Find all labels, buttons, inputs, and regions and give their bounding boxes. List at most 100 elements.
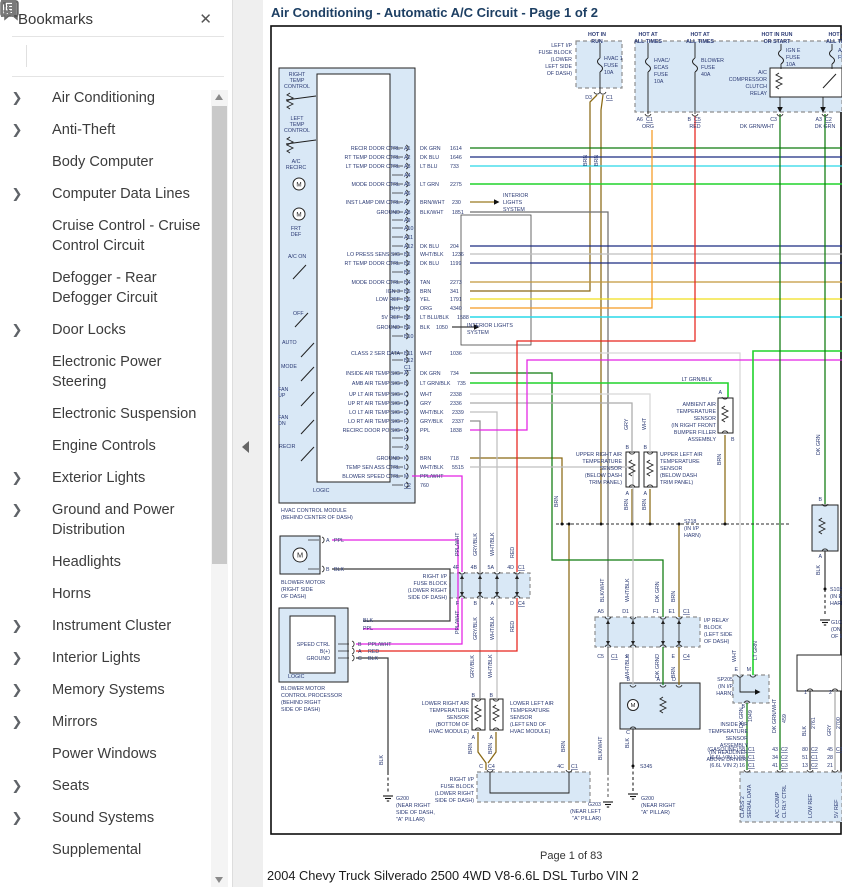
bookmark-item[interactable]: ❯Ground and Power Distribution bbox=[0, 494, 230, 546]
svg-text:A: A bbox=[358, 649, 362, 655]
bookmark-item-label: Body Computer bbox=[52, 152, 202, 172]
chevron-expand-icon[interactable]: ❯ bbox=[6, 680, 28, 700]
svg-text:BRN: BRN bbox=[583, 155, 589, 166]
bookmark-item[interactable]: Defogger - Rear Defogger Circuit bbox=[0, 262, 230, 314]
bookmark-item[interactable]: ❯Memory Systems bbox=[0, 674, 230, 706]
svg-text:BRN/WHT: BRN/WHT bbox=[420, 200, 445, 206]
bookmark-item[interactable]: Body Computer bbox=[0, 146, 230, 178]
svg-text:C: C bbox=[479, 764, 483, 770]
svg-text:A: A bbox=[718, 390, 722, 396]
bookmark-icon bbox=[28, 648, 52, 650]
svg-text:WHT/BLK: WHT/BLK bbox=[420, 410, 444, 416]
svg-text:FUSE: FUSE bbox=[838, 55, 842, 61]
chevron-expand-icon[interactable]: ❯ bbox=[6, 776, 28, 796]
svg-text:(NEAR LEFT: (NEAR LEFT bbox=[570, 809, 602, 815]
svg-text:45: 45 bbox=[827, 747, 833, 753]
find-current-bookmark-button[interactable] bbox=[37, 54, 41, 58]
svg-text:(ON FRT: (ON FRT bbox=[831, 627, 842, 633]
svg-text:A: A bbox=[326, 538, 330, 544]
svg-text:1236: 1236 bbox=[452, 252, 464, 258]
bookmark-item[interactable]: ❯ Interior Lights bbox=[0, 642, 230, 674]
bookmark-item[interactable]: ❯Door Locks bbox=[0, 314, 230, 346]
svg-text:C: C bbox=[626, 730, 630, 736]
bookmark-item[interactable]: Electronic Suspension bbox=[0, 398, 230, 430]
bookmark-icon bbox=[28, 776, 52, 778]
svg-text:A/C COMP: A/C COMP bbox=[775, 791, 781, 818]
chevron-expand-icon[interactable]: ❯ bbox=[6, 320, 28, 340]
bookmark-icon bbox=[28, 712, 52, 714]
svg-text:BLK/WHT: BLK/WHT bbox=[598, 736, 604, 760]
chevron-expand-icon[interactable]: ❯ bbox=[6, 184, 28, 204]
bookmark-item[interactable]: Headlights bbox=[0, 546, 230, 578]
svg-text:5V REF: 5V REF bbox=[834, 799, 840, 818]
bookmark-item[interactable]: Electronic Power Steering bbox=[0, 346, 230, 398]
bookmark-item[interactable]: ❯Mirrors bbox=[0, 706, 230, 738]
svg-text:2338: 2338 bbox=[450, 392, 462, 398]
chevron-expand-icon[interactable]: ❯ bbox=[6, 120, 28, 140]
svg-text:A12: A12 bbox=[404, 244, 413, 250]
svg-text:WHT/BLK: WHT/BLK bbox=[625, 654, 631, 678]
bookmark-item[interactable]: ❯Computer Data Lines bbox=[0, 178, 230, 210]
chevron-expand-icon[interactable]: ❯ bbox=[6, 648, 28, 668]
svg-text:"A" PILLAR): "A" PILLAR) bbox=[641, 810, 670, 816]
scroll-up-icon[interactable] bbox=[215, 94, 223, 100]
chevron-expand-icon[interactable]: ❯ bbox=[6, 808, 28, 828]
svg-text:C1: C1 bbox=[606, 95, 613, 101]
bookmark-item[interactable]: ❯ Exterior Lights bbox=[0, 462, 230, 494]
bookmark-item[interactable]: ❯Anti-Theft bbox=[0, 114, 230, 146]
bookmark-item[interactable]: ❯Seats bbox=[0, 770, 230, 802]
svg-text:BRN: BRN bbox=[642, 499, 648, 510]
bookmark-item[interactable]: ❯Air Conditioning bbox=[0, 82, 230, 114]
panel-collapse-icon[interactable] bbox=[242, 441, 249, 453]
svg-text:(LEFT END OF: (LEFT END OF bbox=[510, 722, 547, 728]
svg-text:B3: B3 bbox=[404, 270, 411, 276]
svg-text:LT GRN: LT GRN bbox=[753, 641, 759, 660]
svg-text:A5: A5 bbox=[404, 182, 411, 188]
chevron-expand-icon[interactable]: ❯ bbox=[6, 88, 28, 108]
bookmark-item[interactable]: Horns bbox=[0, 578, 230, 610]
page-icon bbox=[28, 404, 52, 406]
bookmark-item[interactable]: ❯Instrument Cluster bbox=[0, 610, 230, 642]
scrollbar-thumb[interactable] bbox=[212, 106, 227, 564]
bookmark-item-label: Exterior Lights bbox=[52, 468, 202, 488]
svg-text:1199: 1199 bbox=[450, 261, 461, 267]
svg-text:LOGIC: LOGIC bbox=[288, 674, 305, 680]
svg-text:A9: A9 bbox=[404, 218, 411, 224]
svg-text:2700: 2700 bbox=[836, 717, 842, 729]
chevron-expand-icon[interactable]: ❯ bbox=[6, 712, 28, 732]
svg-text:CLASS 2 SER DATA: CLASS 2 SER DATA bbox=[351, 351, 400, 357]
bookmark-options-button[interactable] bbox=[12, 54, 16, 58]
svg-text:OF DASH): OF DASH) bbox=[281, 594, 307, 600]
svg-text:B: B bbox=[473, 601, 477, 607]
svg-text:B: B bbox=[626, 677, 630, 683]
chevron-expand-icon[interactable]: ❯ bbox=[6, 468, 28, 488]
svg-text:INST LAMP DIM CTRL: INST LAMP DIM CTRL bbox=[346, 200, 400, 206]
svg-text:BLK/WHT: BLK/WHT bbox=[600, 578, 606, 602]
chevron-expand-icon[interactable]: ❯ bbox=[6, 616, 28, 636]
bookmark-item[interactable]: Power Windows bbox=[0, 738, 230, 770]
bookmark-icon bbox=[28, 616, 52, 618]
bookmark-item-label: Interior Lights bbox=[52, 648, 202, 668]
svg-text:HOT IN RUN: HOT IN RUN bbox=[762, 32, 793, 38]
bookmark-icon bbox=[28, 808, 52, 810]
svg-text:A/C: A/C bbox=[838, 48, 842, 54]
svg-text:A7: A7 bbox=[404, 200, 411, 206]
svg-text:PPL/WHT: PPL/WHT bbox=[368, 642, 392, 648]
svg-text:40A: 40A bbox=[701, 72, 711, 78]
panel-title: Bookmarks bbox=[18, 11, 93, 28]
scroll-down-icon[interactable] bbox=[215, 877, 223, 883]
svg-text:ALL TIMES: ALL TIMES bbox=[826, 39, 842, 45]
chevron-expand-icon[interactable]: ❯ bbox=[6, 500, 28, 520]
bookmark-item[interactable]: Engine Controls bbox=[0, 430, 230, 462]
svg-text:DK GRN/WHT: DK GRN/WHT bbox=[772, 698, 778, 733]
sidebar-scrollbar[interactable] bbox=[211, 90, 228, 887]
svg-text:C1: C1 bbox=[571, 764, 578, 770]
bookmark-item[interactable]: Supplemental Restraints bbox=[0, 834, 230, 862]
svg-text:1838: 1838 bbox=[450, 428, 462, 434]
bookmark-item[interactable]: Cruise Control - Cruise Control Circuit bbox=[0, 210, 230, 262]
bookmark-item[interactable]: ❯Sound Systems bbox=[0, 802, 230, 834]
svg-text:D: D bbox=[672, 677, 676, 683]
svg-text:SENSOR: SENSOR bbox=[726, 736, 749, 742]
close-icon[interactable]: ✕ bbox=[195, 8, 216, 30]
bookmark-icon bbox=[28, 320, 52, 322]
